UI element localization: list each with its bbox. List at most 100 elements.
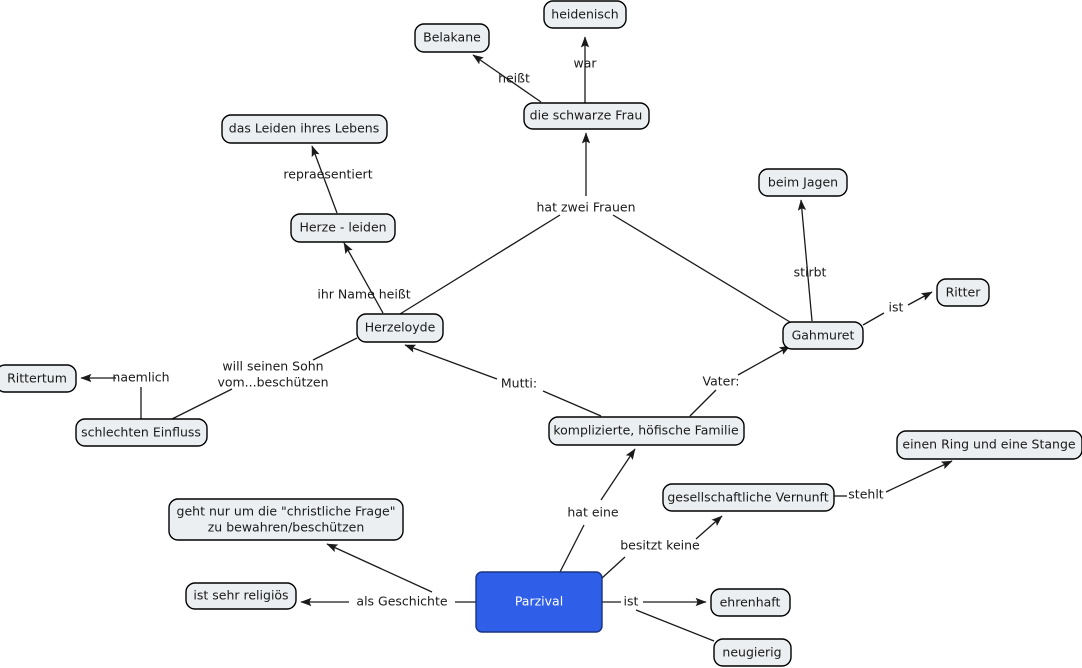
- edge-gahmuret-junction[interactable]: [612, 214, 791, 323]
- node-einen-ring-und-eine-stange[interactable]: einen Ring und eine Stange: [896, 430, 1082, 460]
- edge-label-ihr-name-heisst: ihr Name heißt: [317, 287, 410, 302]
- node-shape[interactable]: [523, 102, 650, 130]
- node-beim-jagen[interactable]: beim Jagen: [758, 168, 848, 197]
- node-label-christliche-frage-line1: geht nur um die "christliche Frage": [177, 504, 396, 519]
- edge-familie-gahmuret-tail[interactable]: [737, 345, 791, 376]
- node-ist-sehr-religioes[interactable]: ist sehr religiös: [185, 582, 297, 610]
- node-label-beim-jagen: beim Jagen: [768, 175, 838, 190]
- edge-label-besitzt-keine: besitzt keine: [620, 538, 700, 553]
- edge-gahmuret-ritter[interactable]: [862, 312, 885, 326]
- node-label-heidenisch: heidenisch: [551, 7, 618, 22]
- node-label-herzeloyde: Herzeloyde: [365, 320, 436, 335]
- node-das-leiden-ihres-lebens[interactable]: das Leiden ihres Lebens: [221, 114, 388, 144]
- node-christliche-frage[interactable]: geht nur um die "christliche Frage" zu b…: [168, 498, 404, 541]
- edge-besitztkeine-vernunft[interactable]: [695, 515, 723, 540]
- edge-ist-neugierig[interactable]: [635, 609, 715, 642]
- edge-label-hat-zwei-frauen: hat zwei Frauen: [537, 200, 636, 215]
- node-shape[interactable]: [936, 278, 990, 307]
- edge-label-repraesentiert: repraesentiert: [283, 167, 372, 182]
- edge-label-layer: war heißt repraesentiert hat zwei Frauen…: [112, 56, 903, 609]
- node-label-christliche-frage-line2: zu bewahren/beschützen: [208, 520, 365, 535]
- edge-familie-herzeloyde[interactable]: [542, 390, 602, 417]
- edge-label-stirbt: stirbt: [794, 265, 827, 280]
- node-heidenisch[interactable]: heidenisch: [543, 0, 627, 29]
- node-label-einen-ring-und-eine-stange: einen Ring und eine Stange: [902, 437, 1076, 452]
- edge-herzeloyde-junction[interactable]: [399, 214, 561, 315]
- node-label-neugierig: neugierig: [722, 645, 781, 660]
- node-label-die-schwarze-frau: die schwarze Frau: [530, 108, 643, 123]
- node-label-belakane: Belakane: [423, 30, 481, 45]
- node-komplizierte-hoefische-familie[interactable]: komplizierte, höfische Familie: [548, 416, 745, 446]
- node-shape[interactable]: [713, 638, 792, 667]
- node-label-das-leiden-ihres-lebens: das Leiden ihres Lebens: [229, 121, 379, 136]
- edge-label-will-seinen-sohn-line2: vom...beschützen: [217, 375, 328, 390]
- node-parzival[interactable]: Parzival: [475, 571, 603, 633]
- node-label-komplizierte-hoefische-familie: komplizierte, höfische Familie: [553, 423, 739, 438]
- edge-label-naemlich: naemlich: [112, 370, 169, 385]
- node-shape[interactable]: [290, 213, 396, 243]
- edge-label-will-seinen-sohn-line1: will seinen Sohn: [222, 359, 323, 374]
- node-label-ritter: Ritter: [946, 285, 982, 300]
- node-label-parzival: Parzival: [515, 594, 563, 609]
- node-ehrenhaft[interactable]: ehrenhaft: [710, 588, 791, 617]
- edge-label-ist-parzival: ist: [624, 594, 639, 609]
- edge-parzival-besitztkeine[interactable]: [601, 556, 626, 579]
- edge-label-stehlt: stehlt: [848, 487, 883, 502]
- node-shape[interactable]: [168, 498, 404, 541]
- node-herzeloyde[interactable]: Herzeloyde: [356, 313, 444, 343]
- edge-familie-herzeloyde-tail[interactable]: [404, 344, 498, 380]
- edge-willseinensohn-schlechteneinfluss[interactable]: [171, 388, 233, 420]
- edge-gahmuret-beimjagen[interactable]: [797, 199, 813, 322]
- node-shape[interactable]: [543, 0, 627, 29]
- node-schlechten-einfluss[interactable]: schlechten Einfluss: [75, 418, 208, 447]
- node-shape[interactable]: [475, 571, 603, 633]
- node-label-schlechten-einfluss: schlechten Einfluss: [81, 425, 201, 440]
- node-shape[interactable]: [0, 364, 77, 393]
- node-shape[interactable]: [896, 430, 1082, 460]
- node-shape[interactable]: [782, 321, 864, 350]
- edge-parzival-hateine[interactable]: [559, 524, 585, 573]
- edge-label-ist-ritter: ist: [889, 300, 904, 315]
- node-shape[interactable]: [221, 114, 388, 144]
- node-shape[interactable]: [548, 416, 745, 446]
- node-rittertum[interactable]: Rittertum: [0, 364, 77, 393]
- node-label-rittertum: Rittertum: [7, 371, 67, 386]
- edge-gahmuret-ritter-tail[interactable]: [907, 291, 933, 306]
- node-gahmuret[interactable]: Gahmuret: [782, 321, 864, 350]
- edge-stehlt-ringstange[interactable]: [885, 460, 953, 493]
- edge-label-als-geschichte: als Geschichte: [356, 594, 447, 609]
- edge-label-hat-eine: hat eine: [567, 505, 619, 520]
- node-label-gahmuret: Gahmuret: [792, 328, 855, 343]
- node-shape[interactable]: [75, 418, 208, 447]
- node-shape[interactable]: [710, 588, 791, 617]
- node-shape[interactable]: [414, 23, 490, 53]
- edge-label-war: war: [573, 56, 597, 71]
- node-belakane[interactable]: Belakane: [414, 23, 490, 53]
- node-label-gesellschaftliche-vernunft: gesellschaftliche Vernunft: [667, 490, 828, 505]
- edge-hateine-familie[interactable]: [600, 448, 636, 501]
- node-die-schwarze-frau[interactable]: die schwarze Frau: [523, 102, 650, 130]
- node-label-ist-sehr-religioes: ist sehr religiös: [193, 588, 288, 603]
- node-shape[interactable]: [185, 582, 297, 610]
- edge-alsgeschichte-christlichefrage[interactable]: [326, 543, 433, 593]
- node-shape[interactable]: [662, 483, 835, 512]
- edge-herzeloyde-willseinensohn[interactable]: [312, 337, 358, 361]
- node-ritter[interactable]: Ritter: [936, 278, 990, 307]
- edge-herzeleiden-leiden[interactable]: [311, 145, 338, 214]
- node-shape[interactable]: [356, 313, 444, 343]
- edge-label-mutti: Mutti:: [501, 376, 537, 391]
- node-gesellschaftliche-vernunft[interactable]: gesellschaftliche Vernunft: [662, 483, 835, 512]
- node-herze-leiden[interactable]: Herze - leiden: [290, 213, 396, 243]
- node-shape[interactable]: [758, 168, 848, 197]
- edge-layer: [80, 36, 953, 642]
- node-neugierig[interactable]: neugierig: [713, 638, 792, 667]
- edge-label-heisst: heißt: [498, 71, 530, 86]
- edge-schwarzefrau-belakane[interactable]: [472, 54, 542, 103]
- edge-familie-gahmuret[interactable]: [689, 389, 717, 417]
- edge-herzeloyde-herzeleiden[interactable]: [343, 242, 384, 314]
- edge-label-vater: Vater:: [703, 374, 740, 389]
- node-label-herze-leiden: Herze - leiden: [299, 220, 386, 235]
